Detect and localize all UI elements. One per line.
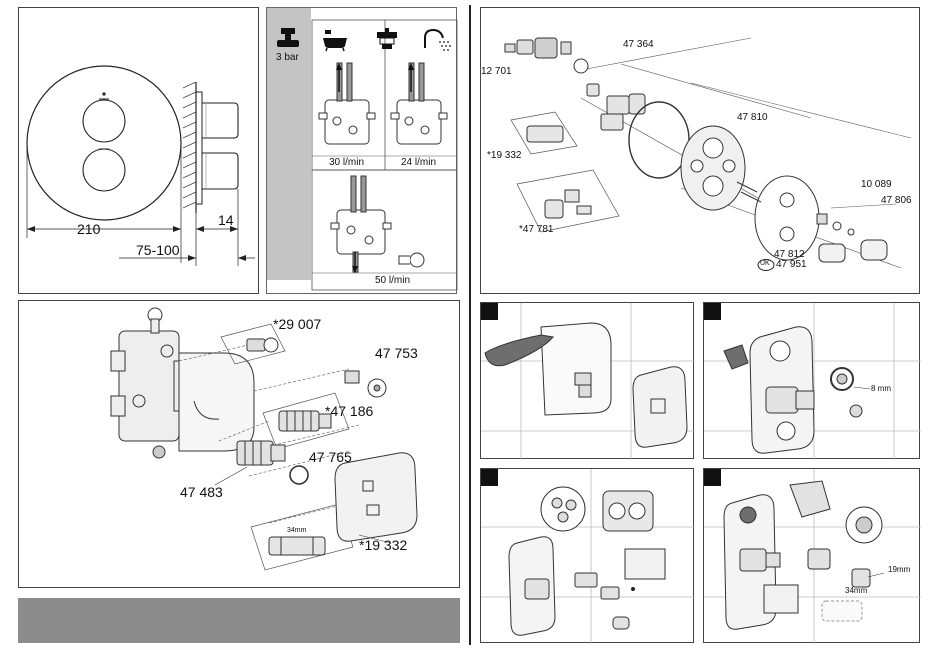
dim-8mm-label: 8 mm (871, 384, 891, 393)
flow-panel: 3 bar 30 l/min 24 l/min 50 l/min (266, 7, 457, 294)
install-step-1-panel (480, 302, 694, 459)
part-12701-label: 12 701 (481, 66, 512, 77)
part-19332-exploded-label: *19 332 (487, 150, 521, 161)
pressure-label: 3 bar (276, 52, 299, 63)
install-step-4-panel: 19mm 34mm (703, 468, 920, 643)
dim-19mm-label: 19mm (888, 565, 910, 574)
install-step-1-drawing (481, 303, 695, 460)
flow-total-label: 50 l/min (375, 275, 410, 286)
install-step-3-panel (480, 468, 694, 643)
bathtub-icon (323, 30, 347, 51)
width-dimension-label: 210 (77, 221, 100, 237)
uk-badge: UK (760, 260, 770, 267)
part-47781-label: *47 781 (519, 224, 553, 235)
part-47765-label: 47 765 (309, 449, 352, 465)
grey-footer-bar (18, 598, 460, 643)
install-step-2-drawing (704, 303, 921, 460)
part-10089-label: 10 089 (861, 179, 892, 190)
part-47753-label: 47 753 (375, 345, 418, 361)
tool-34mm-label: 34mm (287, 527, 306, 534)
cartridge-icon (377, 28, 397, 49)
exploded-view-panel: 12 701 47 364 47 810 *19 332 *47 781 10 … (480, 7, 920, 294)
column-divider (469, 5, 471, 645)
depth-dimension-label: 75-100 (136, 242, 180, 258)
part-29007-label: *29 007 (273, 316, 321, 332)
part-47951-label: 47 951 (776, 259, 807, 270)
part-47810-label: 47 810 (737, 112, 768, 123)
exploded-view-drawing (481, 8, 921, 295)
install-step-2-panel: 8 mm (703, 302, 920, 459)
part-19332-label: *19 332 (359, 537, 407, 553)
flow-bath-label: 30 l/min (329, 157, 364, 168)
flow-shower-label: 24 l/min (401, 157, 436, 168)
pressure-gauge-icon (277, 28, 299, 47)
install-step-4-drawing (704, 469, 921, 644)
part-47186-label: *47 186 (325, 403, 373, 419)
install-step-3-drawing (481, 469, 695, 644)
shower-head-icon (425, 30, 451, 51)
part-47364-label: 47 364 (623, 39, 654, 50)
dim-34mm-label: 34mm (845, 586, 867, 595)
dimension-panel: 210 75-100 14 (18, 7, 259, 294)
body-parts-panel: *29 007 47 753 *47 186 47 765 47 483 *19… (18, 300, 460, 588)
knob-dimension-label: 14 (218, 212, 234, 228)
part-47806-label: 47 806 (881, 195, 912, 206)
part-47483-label: 47 483 (180, 484, 223, 500)
